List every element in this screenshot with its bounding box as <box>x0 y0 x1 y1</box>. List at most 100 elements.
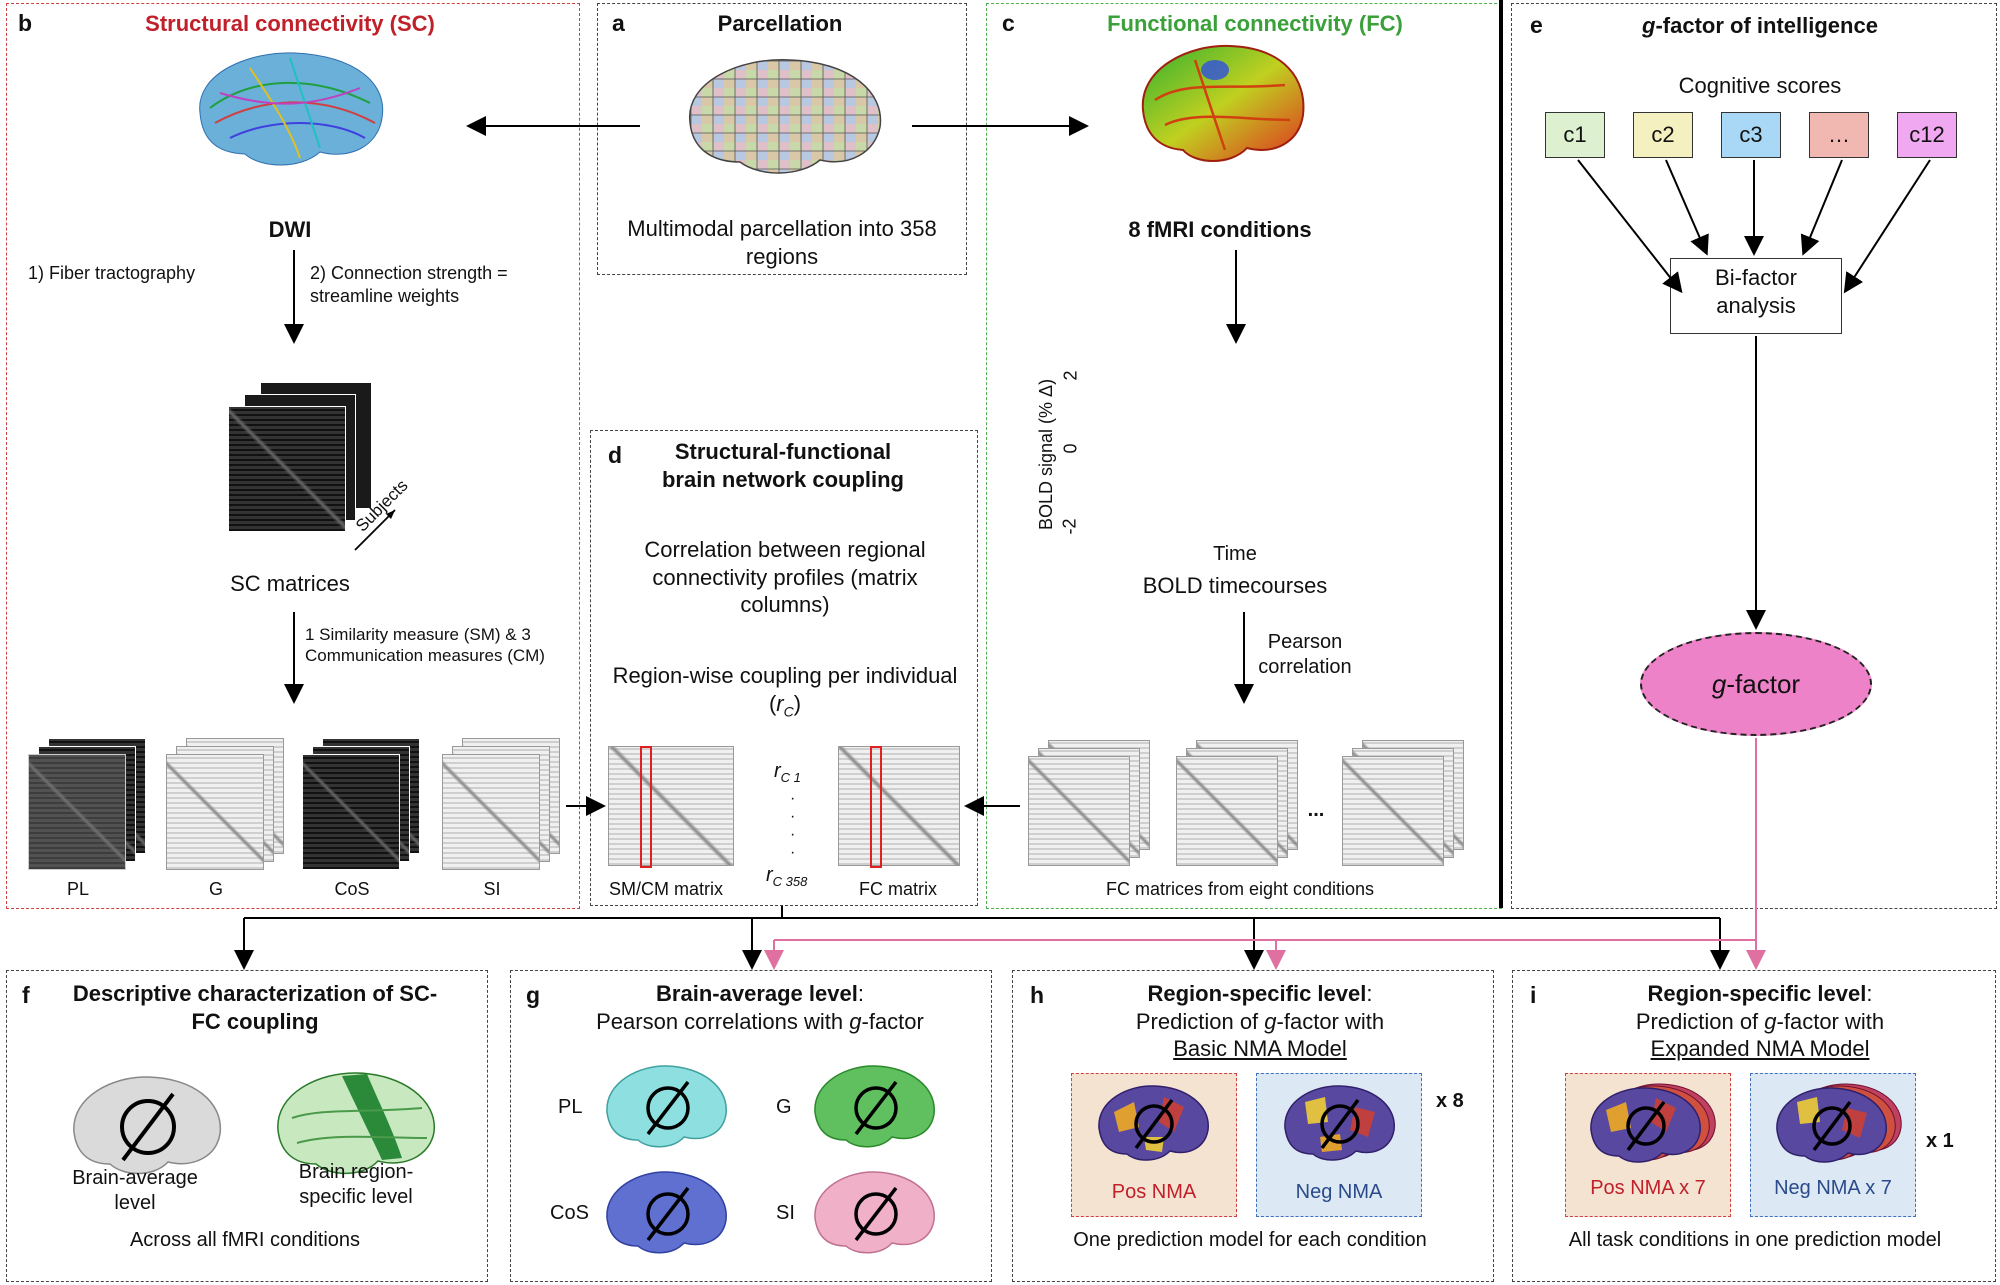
h-pos-nma-label: Pos NMA <box>1111 1181 1197 1203</box>
i-pos-brain-stack <box>1586 1080 1726 1172</box>
panel-e-letter: e <box>1530 12 1543 38</box>
arrow-c1-bi <box>1577 159 1683 294</box>
panel-h-colon: : <box>1366 981 1373 1006</box>
panel-b-title: Structural connectivity (SC) <box>145 11 435 36</box>
dot-4: · <box>790 844 796 861</box>
panel-f-title: Descriptive characterization of SC-FC co… <box>72 981 438 1034</box>
panel-i-footer: All task conditions in one prediction mo… <box>1568 1229 1942 1251</box>
h-neg-brain <box>1280 1082 1400 1168</box>
brain-region-caption: Brain region-specific level <box>298 1161 414 1208</box>
regionwise-coupling: Region-wise coupling per individual (rC) <box>610 662 960 720</box>
panel-d <box>590 430 978 906</box>
dot-2: · <box>790 808 796 825</box>
panel-e-title-g: g <box>1642 13 1656 38</box>
panel-h-model: Basic NMA Model <box>1173 1036 1347 1061</box>
fc-matrix-1-front <box>1028 756 1130 866</box>
cog-box-c1: c1 <box>1545 112 1605 158</box>
panel-g-title: Brain-average level: Pearson correlation… <box>560 980 960 1035</box>
gfactor-label: g-factor <box>1690 668 1822 701</box>
panel-g-sub-g: g <box>849 1008 862 1034</box>
rc1-label: rC 1 <box>774 760 801 785</box>
correlation-description: Correlation between regional connectivit… <box>644 537 926 617</box>
panel-divider <box>1499 0 1503 908</box>
pearson-correlation-label: Pearson correlation <box>1258 631 1352 678</box>
subjects-arrow <box>350 495 420 565</box>
brain-average-image <box>68 1072 228 1182</box>
panel-h-footer: One prediction model for each condition <box>1073 1229 1427 1251</box>
panel-e <box>1511 3 1997 909</box>
panel-g-colon: : <box>857 981 864 1006</box>
i-neg-nma-label: Neg NMA x 7 <box>1774 1177 1892 1199</box>
g-cos-label: CoS <box>550 1202 589 1224</box>
panel-i <box>1512 970 1996 1282</box>
g-cos-brain <box>602 1168 732 1262</box>
si-label: SI <box>483 879 501 899</box>
panel-i-colon: : <box>1866 981 1873 1006</box>
si-matrix-front <box>442 754 540 870</box>
g-matrix-front <box>166 754 264 870</box>
panel-h-title-bold: Region-specific level <box>1147 981 1367 1006</box>
panel-a-title: Parcellation <box>717 11 843 36</box>
dot-1: · <box>790 790 796 807</box>
rc1-r: r <box>774 760 781 782</box>
panel-i-title: Region-specific level: Prediction of g-f… <box>1560 980 1960 1063</box>
cog-box-c2: c2 <box>1633 112 1693 158</box>
g-pl-brain <box>602 1062 732 1156</box>
h-pos-brain <box>1094 1082 1214 1168</box>
cos-matrix-front <box>302 754 400 870</box>
rc358-r: r <box>766 864 773 886</box>
panel-a-desc: Multimodal parcellation into 358 regions <box>627 216 937 269</box>
fc-matrices-caption: FC matrices from eight conditions <box>1105 879 1375 899</box>
g-si-brain <box>810 1168 940 1262</box>
panel-g <box>510 970 992 1282</box>
panel-i-sub-g: g <box>1764 1008 1777 1034</box>
regionwise-text: Region-wise coupling per individual ( <box>612 663 958 716</box>
h-neg-nma-label: Neg NMA <box>1295 1181 1383 1203</box>
arrow-c12-bi <box>1843 159 1931 294</box>
panel-b-letter: b <box>18 10 33 36</box>
panel-h-letter: h <box>1030 982 1045 1008</box>
panel-h <box>1012 970 1494 1282</box>
panel-f <box>6 970 488 1282</box>
panel-c-letter: c <box>1002 10 1015 36</box>
dwi-label: DWI <box>268 217 312 242</box>
sm-cm-column-highlight <box>640 746 652 868</box>
i-multiplier: x 1 <box>1926 1130 1954 1152</box>
brain-region-specific-image <box>272 1068 442 1182</box>
rc1-sub: C 1 <box>780 770 801 785</box>
g-g-brain <box>810 1062 940 1156</box>
panel-i-title-bold: Region-specific level <box>1647 981 1867 1006</box>
bifactor-box <box>1670 258 1842 334</box>
sm-cm-matrix <box>608 746 734 866</box>
rc358-label: rC 358 <box>766 864 807 889</box>
panel-i-model: Expanded NMA Model <box>1650 1036 1870 1061</box>
fc-ellipsis: ... <box>1307 799 1325 821</box>
gfactor-rest: -factor <box>1726 669 1801 699</box>
rc-symbol: r <box>776 690 784 716</box>
fiber-tractography-step: 1) Fiber tractography <box>28 263 196 283</box>
pl-matrix-front <box>28 754 126 870</box>
panel-a <box>597 3 967 275</box>
g-g-label: G <box>776 1096 792 1118</box>
panel-f-footer: Across all fMRI conditions <box>129 1229 361 1251</box>
parcellation-brain-image <box>680 52 890 182</box>
cog-box-ellipsis: … <box>1809 112 1869 158</box>
g-pl-label: PL <box>558 1096 583 1118</box>
cog-box-c3: c3 <box>1721 112 1781 158</box>
fc-matrix-2-front <box>1176 756 1278 866</box>
fc-column-highlight <box>870 746 882 868</box>
tractography-brain-image <box>190 48 390 173</box>
fc-matrix-8-front <box>1342 756 1444 866</box>
fc-matrix-label: FC matrix <box>859 879 937 899</box>
panel-b <box>6 3 580 909</box>
fc-brain-image <box>1135 40 1310 170</box>
arrow-c2-bi <box>1665 159 1709 256</box>
panel-i-letter: i <box>1530 982 1537 1008</box>
gfactor-ellipse <box>1640 632 1872 736</box>
panel-h-title: Region-specific level: Prediction of g-f… <box>1060 980 1460 1063</box>
cos-label: CoS <box>334 879 370 899</box>
panel-d-letter: d <box>608 442 623 468</box>
panel-a-letter: a <box>612 10 625 36</box>
sm-cm-matrix-label: SM/CM matrix <box>609 879 723 899</box>
time-xlabel: Time <box>1213 543 1257 565</box>
